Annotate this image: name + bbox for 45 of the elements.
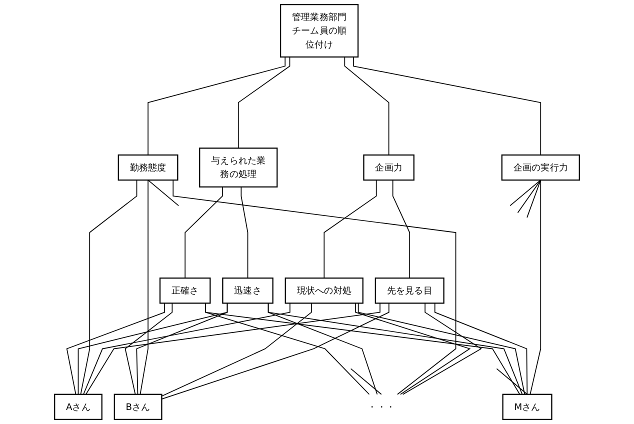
connector <box>172 180 456 395</box>
connector <box>83 302 290 395</box>
node-box: 企画の実行力 <box>501 154 580 181</box>
node-text: ・・・ <box>368 401 396 412</box>
connector <box>66 302 165 395</box>
connector <box>161 302 312 397</box>
connector <box>353 56 542 156</box>
connector <box>161 302 390 400</box>
connector <box>355 302 471 395</box>
connector <box>238 56 290 149</box>
node-box: 企画力 <box>363 154 414 181</box>
node-box: 迅速さ <box>222 278 274 304</box>
connector <box>344 56 390 156</box>
connector <box>124 302 173 395</box>
connector <box>324 180 377 279</box>
connector <box>526 180 542 218</box>
connector <box>350 368 382 395</box>
connector <box>148 56 286 156</box>
node-box: Aさん <box>54 394 102 420</box>
connector <box>402 302 482 395</box>
node-box: 現状への対処 <box>284 278 364 304</box>
connector <box>86 302 380 395</box>
connector <box>530 180 542 395</box>
node-box: Mさん <box>502 394 552 420</box>
connector <box>78 302 228 395</box>
connector <box>510 180 542 206</box>
connector <box>517 180 542 214</box>
connector <box>240 186 248 279</box>
node-box: 勤務態度 <box>118 154 178 181</box>
connector <box>80 180 138 395</box>
node-box: 正確さ <box>159 278 211 304</box>
connector <box>205 302 520 395</box>
connector <box>136 302 228 395</box>
node-box: 与えられた業務の処理 <box>199 148 278 188</box>
node-box: Bさん <box>114 394 162 420</box>
node-box: 管理業務部門チーム員の順位付け <box>280 4 359 58</box>
connector <box>392 180 410 279</box>
connector <box>358 302 526 395</box>
connector <box>434 302 528 395</box>
connector <box>184 186 223 279</box>
connector <box>148 180 180 206</box>
node-box: 先を見る目 <box>374 278 444 304</box>
connector <box>140 180 148 395</box>
connector <box>496 368 528 395</box>
connector <box>268 302 523 395</box>
